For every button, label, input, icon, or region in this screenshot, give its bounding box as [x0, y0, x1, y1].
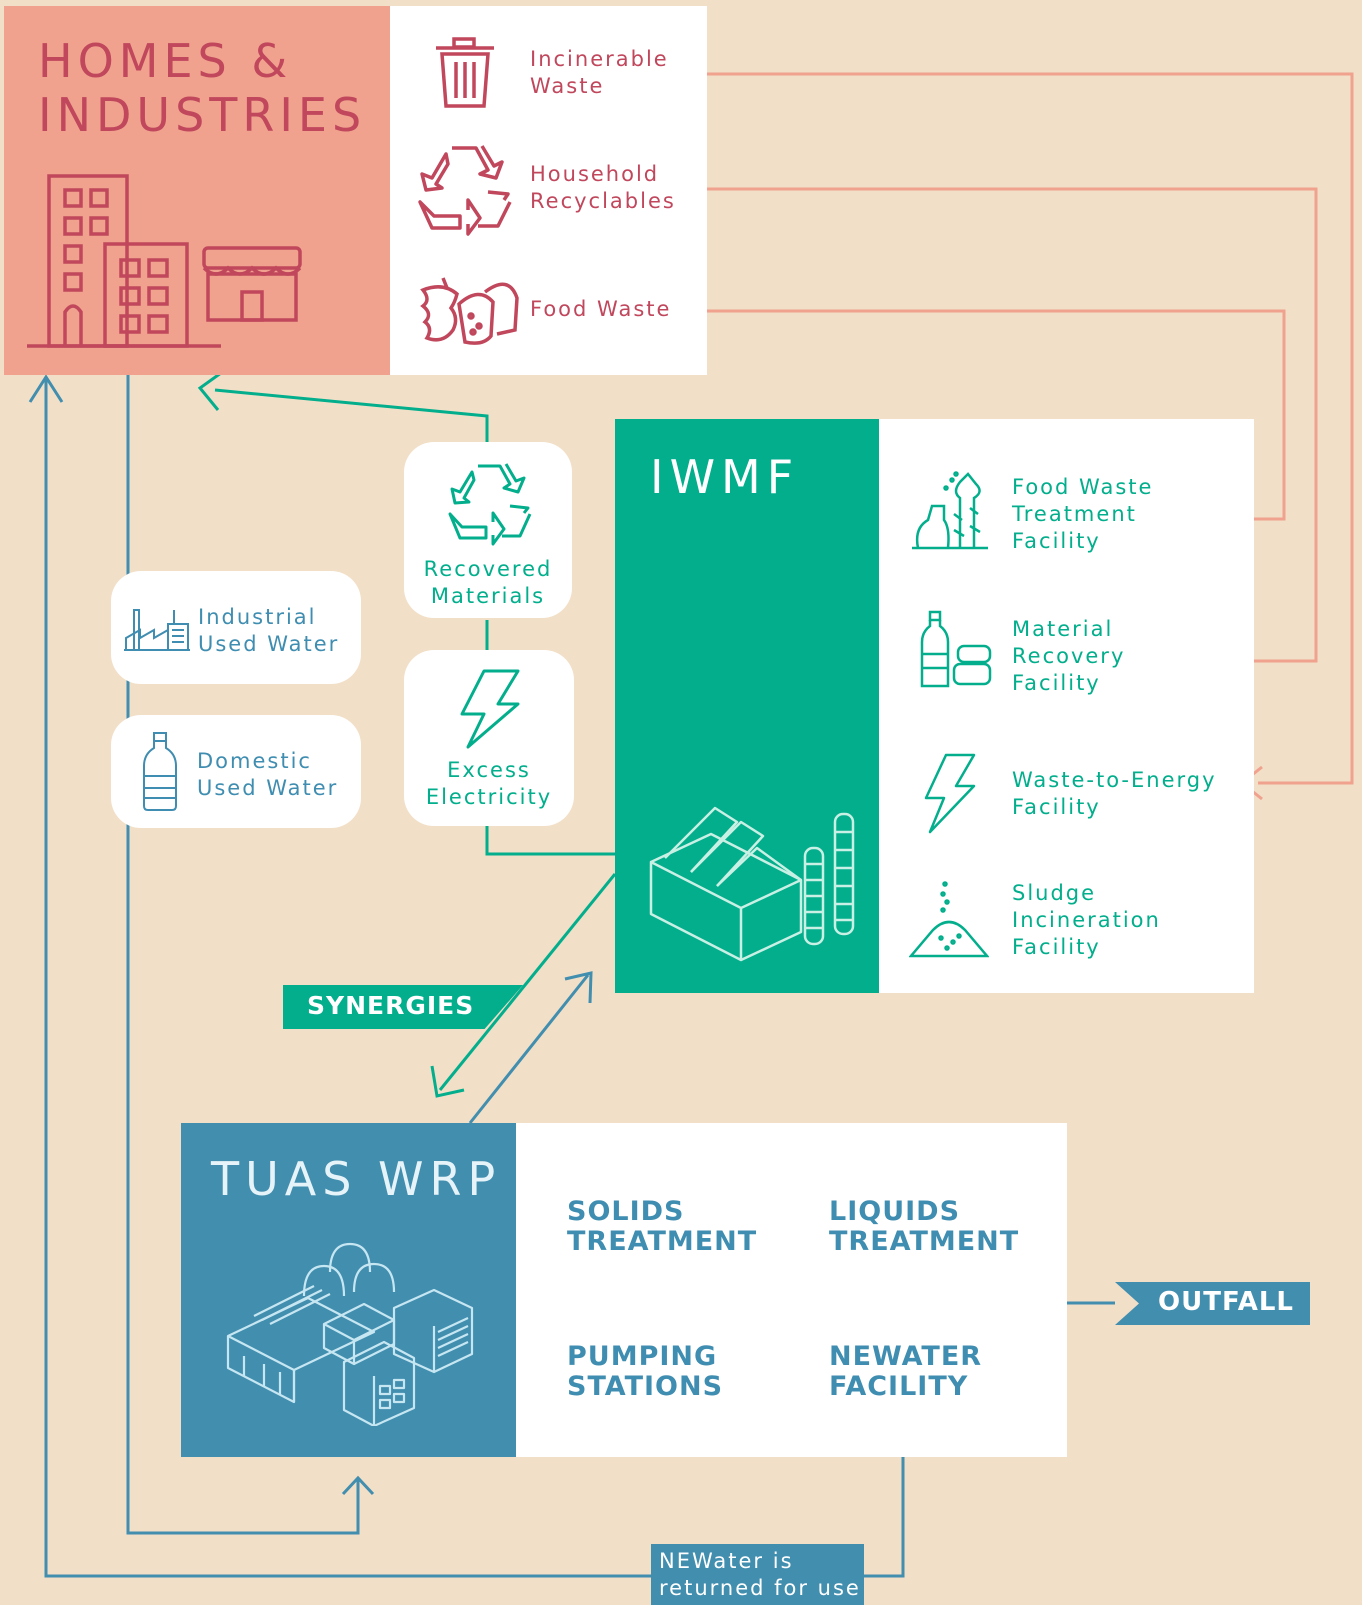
- recycle-icon: [448, 463, 532, 546]
- solids-treatment-label: SOLIDS TREATMENT: [567, 1196, 758, 1257]
- excess-electricity-label: Excess Electricity: [425, 758, 553, 809]
- recovered-materials-label: Recovered Materials: [423, 557, 553, 608]
- outfall-label: OUTFALL: [1158, 1287, 1294, 1317]
- arrowhead-to-homes: [28, 374, 64, 403]
- synergies-line-to-iwmf: [468, 974, 590, 1124]
- food-waste-treatment-label: Food Waste Treatment Facility: [1012, 475, 1154, 553]
- buildings-icon: [27, 174, 221, 348]
- household-recyclables-label: Household Recyclables: [530, 162, 676, 213]
- arrowhead-to-tuas: [430, 1065, 465, 1098]
- excess-electricity-card: [404, 650, 574, 826]
- outfall-arrow-notch: [1115, 1282, 1139, 1325]
- trash-bin-icon: [436, 37, 494, 108]
- water-bottle-icon: [143, 732, 177, 811]
- iwmf-title: IWMF: [650, 450, 800, 504]
- lightning-icon: [460, 669, 520, 749]
- synergies-label: SYNERGIES: [307, 991, 475, 1020]
- electricity-line: [485, 826, 615, 856]
- arrowhead-to-tuas-wrp: [341, 1475, 375, 1496]
- homes-title-line1: HOMES &: [38, 34, 293, 88]
- domestic-used-water-label: Domestic Used Water: [197, 749, 339, 800]
- food-waste-icon: [420, 277, 519, 345]
- synergies-line-to-tuas: [438, 873, 617, 1091]
- iwmf-plant-icon: [649, 806, 855, 962]
- incinerable-flow-line: [680, 72, 1354, 785]
- newater-return-box: [651, 1544, 864, 1605]
- arrowhead-to-iwmf: [564, 971, 593, 1004]
- waste-to-energy-label: Waste-to-Energy Facility: [1012, 768, 1217, 819]
- food-waste-label: Food Waste: [530, 297, 672, 321]
- factory-icon: [124, 609, 190, 651]
- bottle-cans-icon: [920, 610, 992, 688]
- tuas-plant-icon: [226, 1242, 474, 1426]
- used-water-line: [126, 375, 360, 1535]
- recovered-materials-card: [404, 442, 572, 618]
- iwmf-facilities-panel: [879, 419, 1254, 993]
- newater-return-line: [44, 377, 905, 1578]
- incinerable-waste-label: Incinerable Waste: [530, 47, 669, 98]
- industrial-used-water-card: [111, 571, 361, 684]
- pumping-stations-label: PUMPING STATIONS: [567, 1341, 724, 1402]
- food-waste-treatment-icon: [912, 471, 988, 550]
- lightning-icon: [924, 753, 976, 834]
- newater-return-label: NEWater is returned for use: [659, 1549, 861, 1600]
- tuas-wrp-title: TUAS WRP: [211, 1152, 502, 1206]
- industrial-used-water-label: Industrial Used Water: [198, 605, 340, 656]
- tuas-wrp-block: [181, 1123, 516, 1457]
- synergies-banner: [283, 985, 523, 1029]
- recovered-materials-line: [214, 388, 489, 442]
- material-recovery-label: Material Recovery Facility: [1012, 617, 1126, 695]
- shop-icon: [202, 246, 302, 322]
- sludge-incineration-label: Sludge Incineration Facility: [1012, 881, 1161, 959]
- tuas-wrp-panel: [516, 1123, 1067, 1457]
- sludge-pile-icon: [909, 881, 989, 958]
- homes-title: HOMES & INDUSTRIES: [38, 34, 366, 142]
- outfall-banner: [1115, 1282, 1310, 1325]
- homes-title-line2: INDUSTRIES: [38, 88, 367, 142]
- liquids-treatment-label: LIQUIDS TREATMENT: [829, 1196, 1020, 1257]
- recycle-icon: [418, 145, 512, 236]
- newater-facility-label: NEWATER FACILITY: [829, 1341, 983, 1402]
